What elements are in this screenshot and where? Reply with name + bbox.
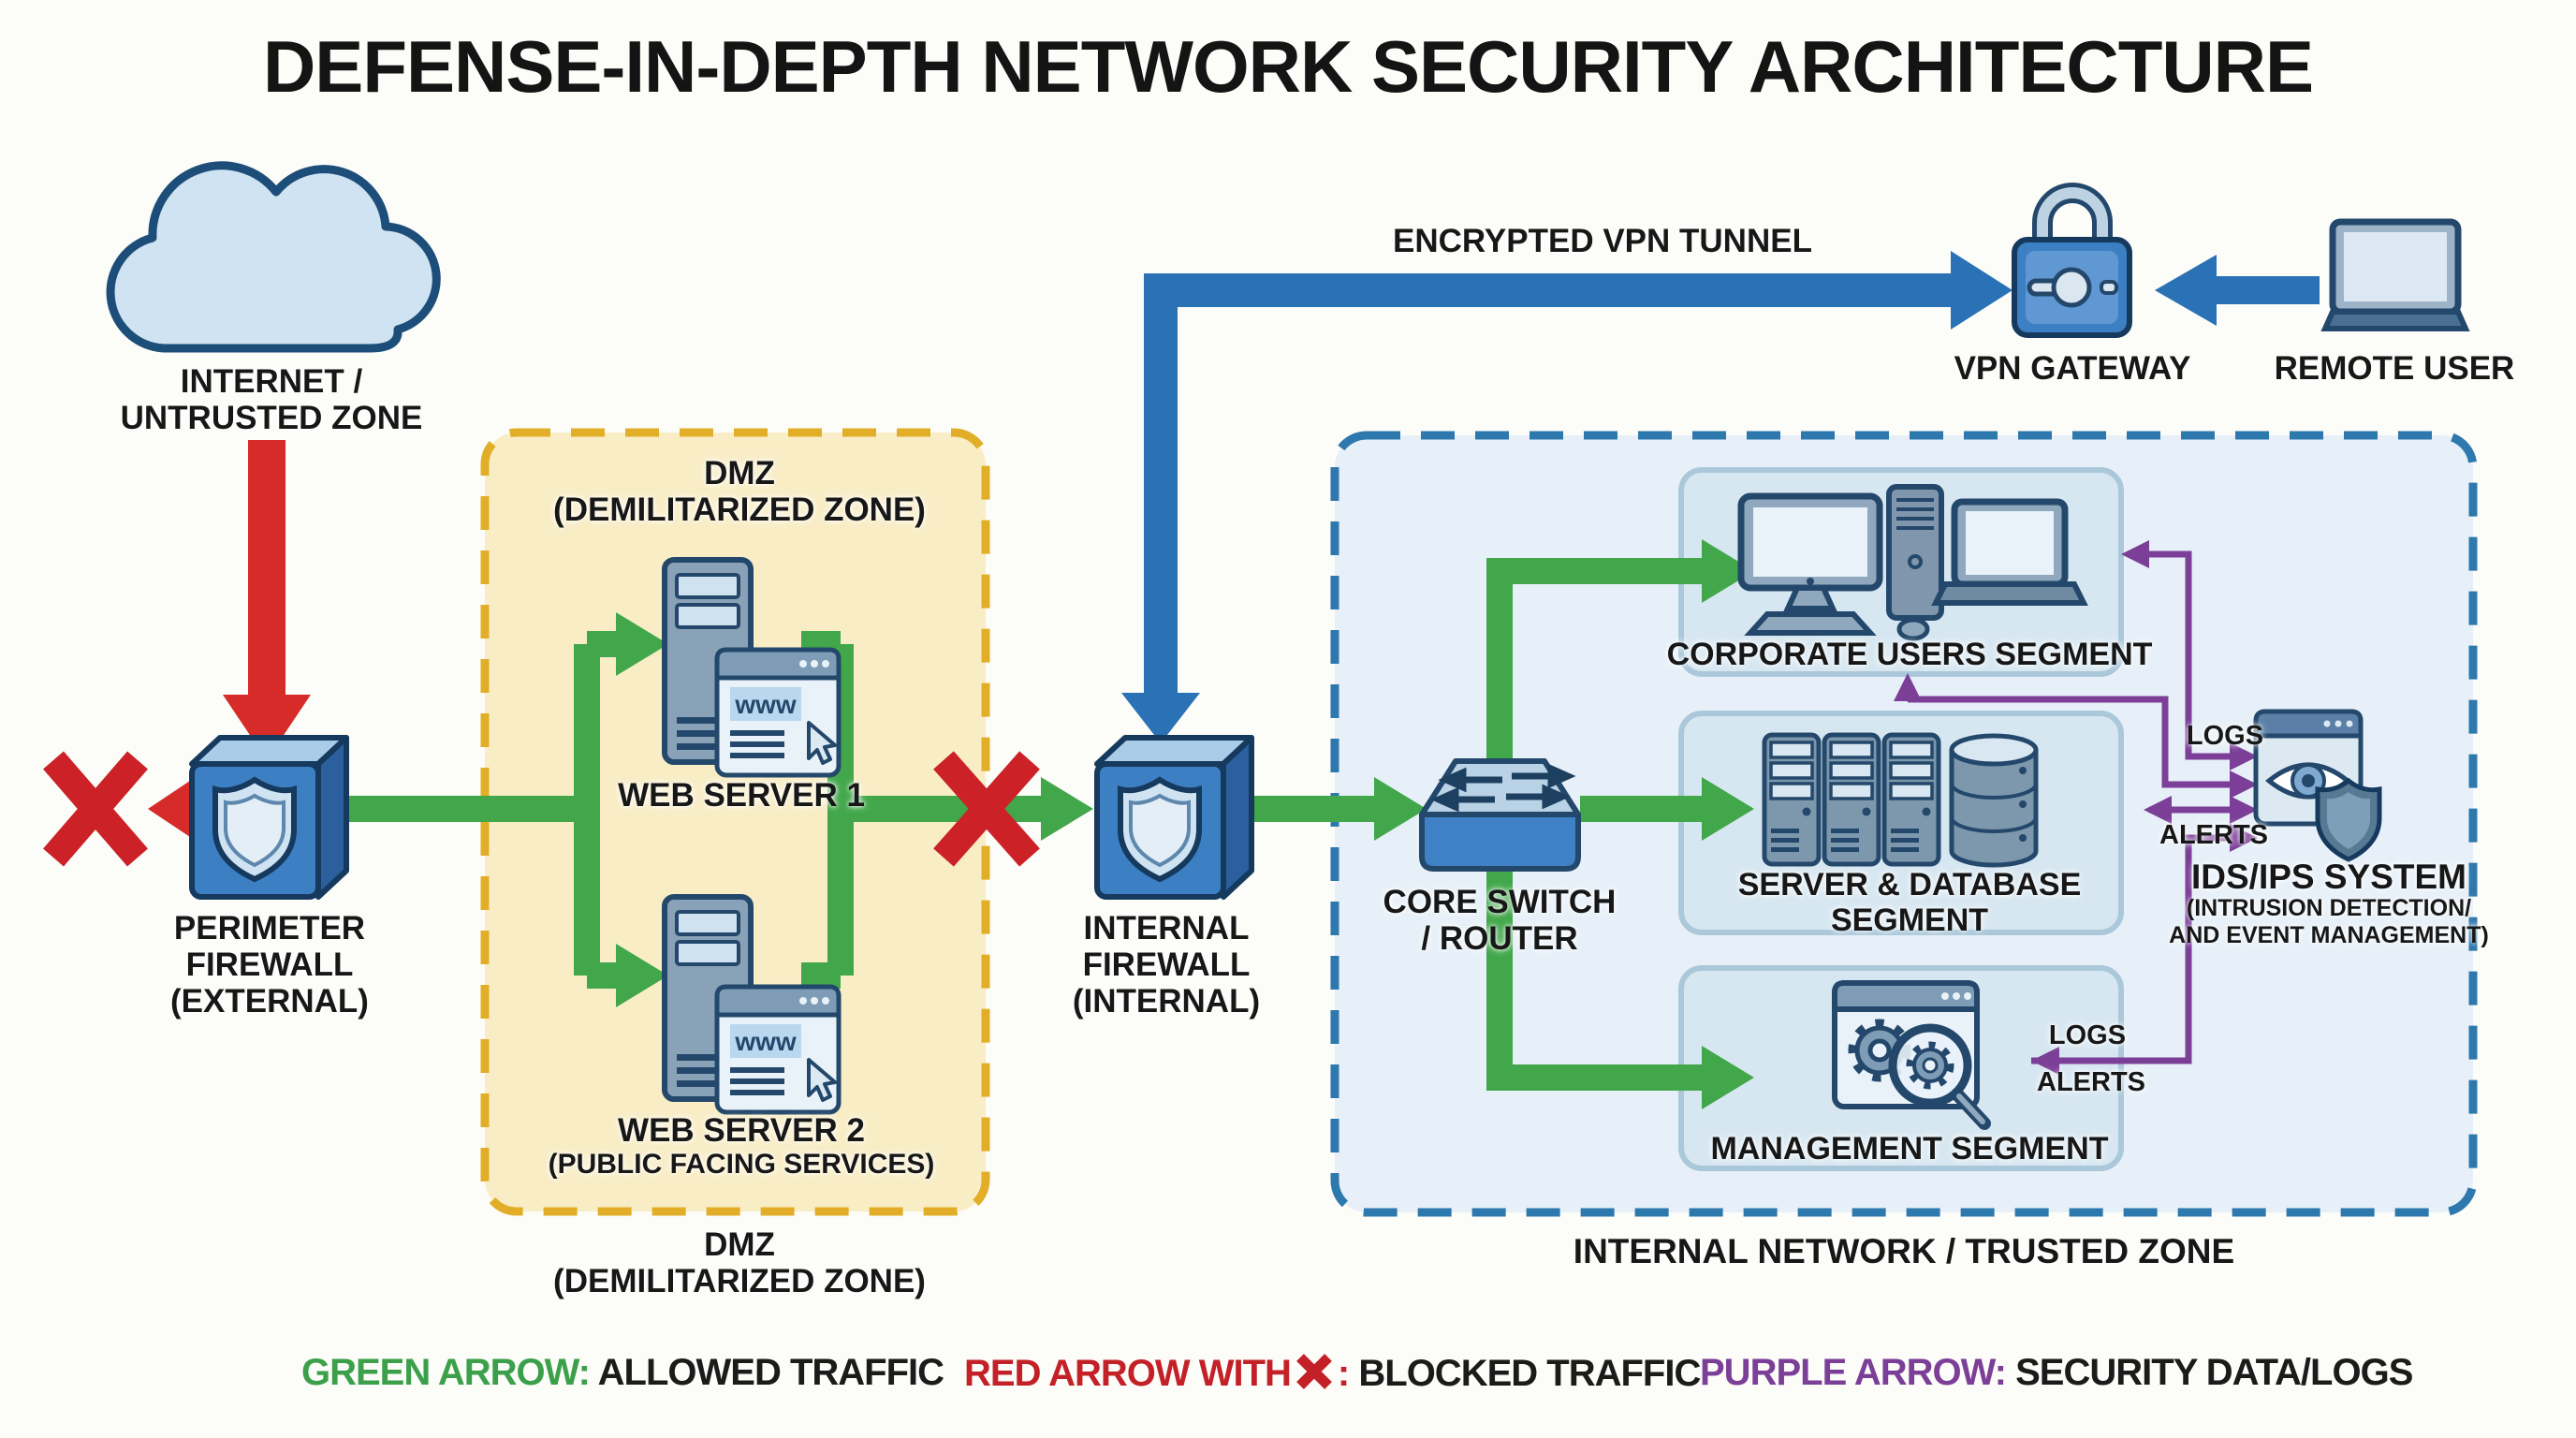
internet-label: INTERNET / UNTRUSTED ZONE <box>120 363 423 437</box>
security-data-arrowheads <box>1894 540 2258 1075</box>
alerts-label-top: ALERTS <box>2159 820 2268 850</box>
corporate-segment-label: CORPORATE USERS SEGMENT <box>1666 637 2153 672</box>
vpn-tunnel-label: ENCRYPTED VPN TUNNEL <box>1393 223 1812 259</box>
blocked-x-icon-legend <box>1295 1352 1334 1401</box>
ids-title: IDS/IPS SYSTEM <box>2190 858 2467 896</box>
alerts-label-bottom: ALERTS <box>2037 1067 2145 1097</box>
server-tower-3 <box>1881 732 1941 867</box>
legend-green-desc: ALLOWED TRAFFIC <box>597 1352 944 1393</box>
legend-purple: PURPLE ARROW: SECURITY DATA/LOGS <box>1700 1352 2413 1394</box>
blocked-x-icon-external <box>43 751 148 867</box>
legend-red: RED ARROW WITH: BLOCKED TRAFFIC <box>964 1352 1701 1401</box>
dmz-bottom-label: DMZ (DEMILITARIZED ZONE) <box>553 1226 926 1300</box>
www-label: www <box>734 690 797 719</box>
web-server-2-icon: www <box>662 894 842 1115</box>
vpn-tunnel-arrow <box>1121 251 2012 743</box>
perimeter-firewall-label: PERIMETER FIREWALL (EXTERNAL) <box>170 910 369 1020</box>
allowed-traffic-arrows <box>348 558 1704 1091</box>
management-console-icon <box>1832 980 1991 1130</box>
remote-user-arrow <box>2155 255 2320 326</box>
server-tower-1 <box>1762 732 1822 867</box>
server-tower-2 <box>1822 732 1881 867</box>
internal-firewall-label: INTERNAL FIREWALL (INTERNAL) <box>1072 910 1261 1020</box>
vpn-gateway-icon <box>2012 183 2132 338</box>
server-database-icon <box>1762 732 2039 868</box>
trusted-zone-label: INTERNAL NETWORK / TRUSTED ZONE <box>1573 1232 2235 1270</box>
security-data-arrows <box>1908 550 2232 1064</box>
web-server-2-label: WEB SERVER 2 (PUBLIC FACING SERVICES) <box>548 1112 935 1181</box>
remote-user-icon <box>2320 218 2470 331</box>
logs-label-top: LOGS <box>2186 721 2264 751</box>
legend-purple-desc: SECURITY DATA/LOGS <box>2015 1352 2413 1393</box>
perimeter-firewall-icon <box>189 735 349 900</box>
management-segment-label: MANAGEMENT SEGMENT <box>1710 1131 2109 1167</box>
page-title: DEFENSE-IN-DEPTH NETWORK SECURITY ARCHIT… <box>262 25 2314 108</box>
legend-red-colon: : <box>1337 1353 1350 1394</box>
corporate-users-icon <box>1737 484 2088 641</box>
dmz-title: DMZ (DEMILITARIZED ZONE) <box>553 455 926 529</box>
vpn-gateway-label: VPN GATEWAY <box>1954 350 2191 387</box>
web-server-1-icon: www <box>662 557 842 778</box>
legend-red-desc: BLOCKED TRAFFIC <box>1358 1353 1701 1394</box>
remote-user-label: REMOTE USER <box>2274 350 2515 387</box>
core-switch-icon <box>1419 758 1581 872</box>
legend-red-term: RED ARROW WITH <box>964 1353 1292 1394</box>
internet-cloud-icon <box>106 161 441 353</box>
ids-ips-icon <box>2253 709 2382 862</box>
database-icon <box>1949 733 2039 868</box>
logs-label-bottom: LOGS <box>2048 1020 2127 1050</box>
internal-firewall-icon <box>1094 735 1254 900</box>
legend-green: GREEN ARROW: ALLOWED TRAFFIC <box>301 1352 944 1394</box>
legend-purple-term: PURPLE ARROW: <box>1700 1352 2007 1393</box>
web-server-1-label: WEB SERVER 1 <box>618 777 865 814</box>
legend-green-term: GREEN ARROW: <box>301 1352 591 1393</box>
ids-subtitle: (INTRUSION DETECTION/ AND EVENT MANAGEME… <box>2169 895 2489 948</box>
blocked-x-icon-dmz <box>933 751 1040 867</box>
allowed-traffic-arrowheads <box>616 539 1754 1109</box>
server-db-segment-label: SERVER & DATABASE SEGMENT <box>1737 867 2082 939</box>
core-switch-label: CORE SWITCH / ROUTER <box>1383 884 1617 958</box>
www-label: www <box>734 1027 797 1056</box>
